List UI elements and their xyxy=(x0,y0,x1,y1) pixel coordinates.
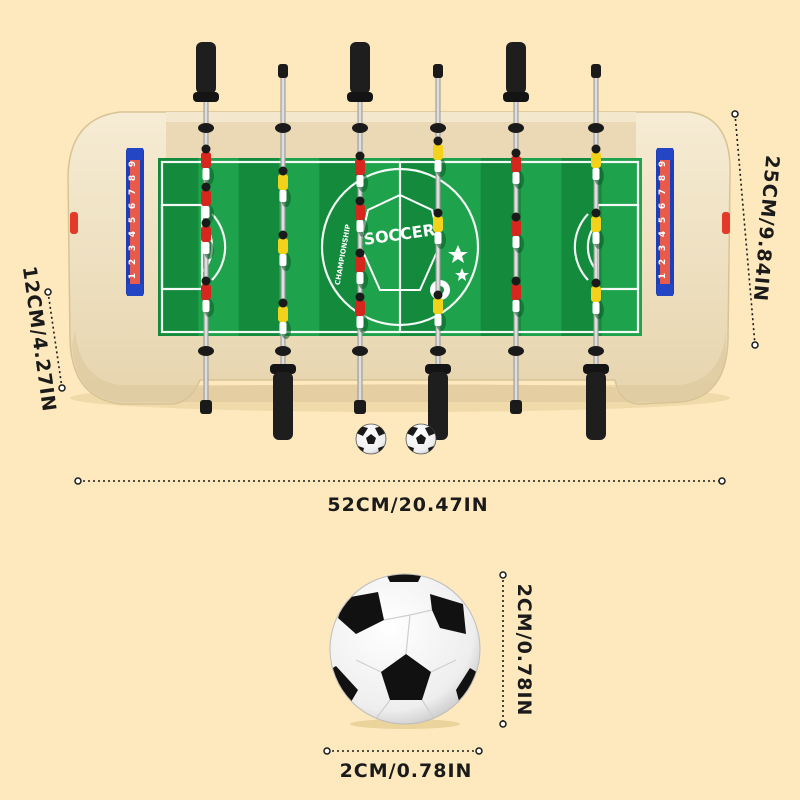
dimension-height: 12CM/4.27IN xyxy=(18,265,66,414)
rod-end-cap xyxy=(591,64,601,78)
player-figure xyxy=(278,166,291,207)
player-figure xyxy=(278,298,291,339)
player-figure xyxy=(433,136,446,177)
player-figure xyxy=(201,182,214,223)
rod-handle[interactable] xyxy=(586,372,606,440)
player-figure xyxy=(355,196,368,237)
score-digit: 7 xyxy=(658,189,668,195)
rod-end-cap xyxy=(278,64,288,78)
field-stripe xyxy=(521,158,562,336)
dimension-depth: 25CM/9.84IN xyxy=(731,110,784,349)
rod-end-cap xyxy=(354,400,366,414)
player-figure xyxy=(355,248,368,289)
star-icon xyxy=(448,245,468,263)
field-stripe xyxy=(440,158,481,336)
soccer-logo: SOCCER CHAMPIONSHIP xyxy=(334,193,469,300)
player-figure xyxy=(355,292,368,333)
ball-height-label: 2CM/0.78IN xyxy=(513,584,535,717)
ball-width-label: 2CM/0.78IN xyxy=(340,760,473,782)
score-counter-right: 1 2 3 4 5 6 7 8 9 xyxy=(656,148,674,296)
player-figure xyxy=(201,276,214,317)
player-rods xyxy=(193,42,609,440)
player-figure xyxy=(511,212,524,253)
small-ball-left xyxy=(355,423,387,455)
rod-handle[interactable] xyxy=(350,42,370,94)
length-label: 52CM/20.47IN xyxy=(327,494,488,516)
score-digit: 8 xyxy=(658,175,668,181)
rod-end-cap xyxy=(433,64,443,78)
score-digit: 6 xyxy=(128,203,138,209)
foosball-table: SOCCER CHAMPIONSHIP 1 2 3 4 5 6 7 8 9 1 2 3 4 5 6 7 8 9 xyxy=(67,42,731,440)
score-digit: 8 xyxy=(128,175,138,181)
score-digit: 9 xyxy=(128,161,138,167)
player-rod[interactable] xyxy=(347,42,373,414)
score-digit: 6 xyxy=(658,203,668,209)
score-digit: 7 xyxy=(128,189,138,195)
player-figure xyxy=(433,208,446,249)
dimension-ball-height: 2CM/0.78IN xyxy=(499,571,535,728)
star-icon xyxy=(455,268,469,281)
player-figure xyxy=(433,290,446,331)
dimension-length: 52CM/20.47IN xyxy=(74,477,726,516)
player-figure xyxy=(591,278,604,319)
player-rod[interactable] xyxy=(270,64,296,440)
score-digit: 1 xyxy=(128,273,138,279)
small-ball-right xyxy=(405,423,437,455)
score-digit: 4 xyxy=(658,231,668,237)
score-digit: 9 xyxy=(658,161,668,167)
score-digit: 4 xyxy=(128,231,138,237)
rod-handle[interactable] xyxy=(273,372,293,440)
player-figure xyxy=(201,218,214,259)
rod-end-cap xyxy=(510,400,522,414)
player-figure xyxy=(591,144,604,185)
soccer-ball-closeup xyxy=(329,573,481,729)
player-figure xyxy=(511,148,524,189)
rod-handle[interactable] xyxy=(428,372,448,440)
player-figure xyxy=(278,230,291,271)
rod-handle[interactable] xyxy=(506,42,526,94)
score-digit: 5 xyxy=(128,217,138,223)
player-figure xyxy=(511,276,524,317)
dimension-ball-width: 2CM/0.78IN xyxy=(323,747,483,782)
rod-end-cap xyxy=(200,400,212,414)
player-figure xyxy=(355,151,368,192)
score-digit: 3 xyxy=(128,245,138,251)
player-rod[interactable] xyxy=(503,42,529,414)
score-digit: 5 xyxy=(658,217,668,223)
score-digit: 2 xyxy=(128,259,138,265)
score-digit: 2 xyxy=(658,259,668,265)
player-rod[interactable] xyxy=(425,64,451,440)
score-digit: 3 xyxy=(658,245,668,251)
player-figure xyxy=(591,208,604,249)
score-digit: 1 xyxy=(658,273,668,279)
player-rod[interactable] xyxy=(583,64,609,440)
rod-handle[interactable] xyxy=(196,42,216,94)
score-counter-left: 1 2 3 4 5 6 7 8 9 xyxy=(126,148,144,296)
depth-label: 25CM/9.84IN xyxy=(749,154,784,302)
height-label: 12CM/4.27IN xyxy=(18,265,60,414)
field-stripe xyxy=(601,158,642,336)
player-rod[interactable] xyxy=(193,42,219,414)
player-figure xyxy=(201,144,214,185)
